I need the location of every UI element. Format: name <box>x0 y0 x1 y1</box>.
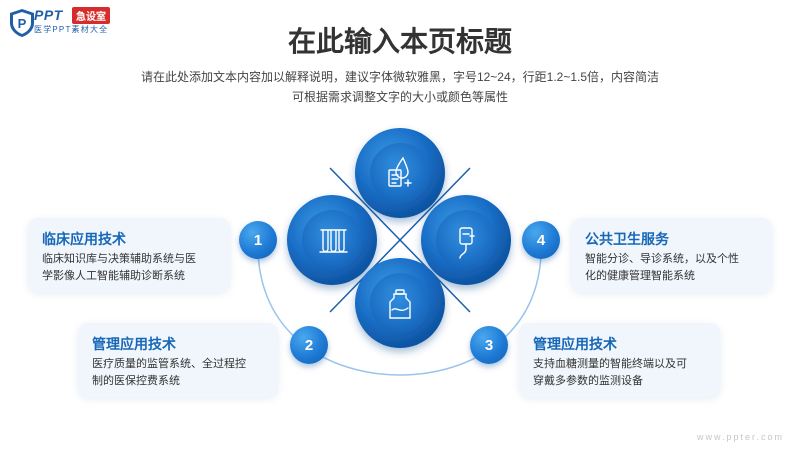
card-desc-line-1: 临床知识库与决策辅助系统与医 <box>42 253 196 265</box>
logo-brand: PPT <box>34 7 63 23</box>
step-number-1: 1 <box>239 221 277 259</box>
card-public-health: 公共卫生服务 智能分诊、导诊系统，以及个性 化的健康管理智能系统 <box>571 218 772 292</box>
step-number-4: 4 <box>522 221 560 259</box>
subtitle-line-2: 可根据需求调整文字的大小或颜色等属性 <box>291 90 508 104</box>
card-title: 管理应用技术 <box>92 336 176 352</box>
card-description: 临床知识库与决策辅助系统与医 学影像人工智能辅助诊断系统 <box>42 251 222 285</box>
card-desc-line-1: 医疗质量的监管系统、全过程控 <box>92 358 246 370</box>
svg-text:P: P <box>18 16 27 31</box>
logo: P <box>8 8 158 38</box>
iv-drip-icon <box>459 227 475 259</box>
card-clinical: 临床应用技术 临床知识库与决策辅助系统与医 学影像人工智能辅助诊断系统 <box>28 218 230 292</box>
shield-logo-icon: P <box>10 9 34 37</box>
page-title: 在此输入本页标题 <box>287 26 512 57</box>
cross-line-2 <box>329 167 471 313</box>
step-number-3: 3 <box>470 326 508 364</box>
card-desc-line-1: 支持血糖测量的智能终端以及可 <box>533 358 687 370</box>
card-title: 管理应用技术 <box>533 336 617 352</box>
card-title: 临床应用技术 <box>42 231 126 247</box>
subtitle-line-1: 请在此处添加文本内容加以解释说明，建议字体微软雅黑，字号12~24，行距1.2~… <box>140 70 660 84</box>
card-desc-line-2: 学影像人工智能辅助诊断系统 <box>42 270 185 282</box>
card-title: 公共卫生服务 <box>585 231 669 247</box>
page-subtitle: 请在此处添加文本内容加以解释说明，建议字体微软雅黑，字号12~24，行距1.2~… <box>90 67 710 107</box>
card-description: 医疗质量的监管系统、全过程控 制的医保控费系统 <box>92 356 272 390</box>
logo-badge: 急设室 <box>72 7 110 24</box>
card-desc-line-2: 制的医保控费系统 <box>92 375 180 387</box>
logo-tagline: 医学PPT素材大全 <box>34 25 109 34</box>
blood-drop-icon <box>388 156 412 187</box>
watermark: www.ppter.com <box>696 432 784 442</box>
card-management-2: 管理应用技术 支持血糖测量的智能终端以及可 穿戴多参数的监测设备 <box>519 323 720 397</box>
card-desc-line-1: 智能分诊、导诊系统，以及个性 <box>585 253 739 265</box>
medicine-bottle-icon <box>389 289 411 319</box>
card-desc-line-2: 化的健康管理智能系统 <box>585 270 695 282</box>
step-number-2: 2 <box>290 326 328 364</box>
test-tubes-icon <box>319 229 348 253</box>
card-description: 智能分诊、导诊系统，以及个性 化的健康管理智能系统 <box>585 251 765 285</box>
card-description: 支持血糖测量的智能终端以及可 穿戴多参数的监测设备 <box>533 356 713 390</box>
connector-arc <box>257 239 542 376</box>
card-management-1: 管理应用技术 医疗质量的监管系统、全过程控 制的医保控费系统 <box>78 323 278 397</box>
card-desc-line-2: 穿戴多参数的监测设备 <box>533 375 643 387</box>
